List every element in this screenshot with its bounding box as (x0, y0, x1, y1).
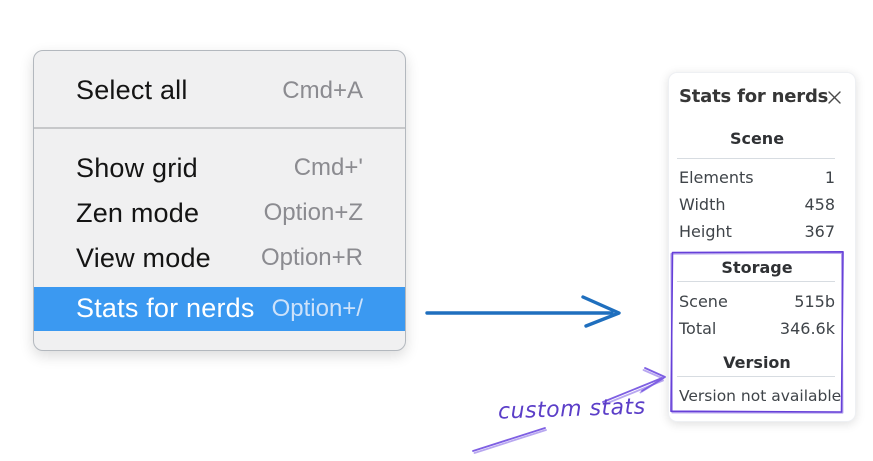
stat-row-total-storage: Total 346.6k (679, 319, 835, 338)
menu-item-label: Stats for nerds (76, 293, 255, 323)
section-heading-scene: Scene (729, 129, 785, 148)
menu-item-label: Show grid (76, 152, 198, 183)
menu-item-shortcut: Option+/ (271, 294, 363, 322)
context-menu: Select all Cmd+A Show grid Cmd+' Zen mod… (33, 50, 406, 351)
stat-label: Total (679, 319, 717, 338)
stat-value: 346.6k (779, 319, 835, 338)
section-divider (677, 281, 835, 282)
version-note: Version not available (679, 387, 842, 405)
menu-item-show-grid[interactable]: Show grid Cmd+' (34, 146, 405, 191)
section-heading-version: Version (723, 353, 791, 372)
close-icon[interactable] (826, 89, 842, 105)
stat-value: 367 (804, 222, 835, 241)
menu-item-zen-mode[interactable]: Zen mode Option+Z (34, 191, 405, 236)
custom-stats-arrow-icon (472, 367, 666, 454)
stat-row-width: Width 458 (679, 195, 835, 214)
menu-item-shortcut: Cmd+' (293, 154, 363, 181)
stat-row-elements: Elements 1 (679, 168, 835, 187)
stat-row-height: Height 367 (679, 222, 835, 241)
menu-divider (34, 127, 405, 129)
storage-highlight-rect-icon (670, 251, 844, 414)
stat-value: 458 (804, 195, 835, 214)
stats-panel: Stats for nerds Scene Elements 1 Width 4… (668, 72, 856, 422)
menu-item-label: Zen mode (76, 197, 200, 228)
menu-item-shortcut: Option+R (260, 244, 363, 271)
stat-value: 515b (794, 292, 835, 311)
section-divider (677, 158, 835, 159)
menu-item-shortcut: Option+Z (263, 199, 363, 226)
menu-item-stats-for-nerds[interactable]: Stats for nerds Option+/ (34, 286, 405, 331)
arrow-menu-to-panel-icon (425, 295, 621, 328)
menu-item-view-mode[interactable]: View mode Option+R (34, 236, 405, 281)
menu-item-label: View mode (76, 242, 211, 273)
section-heading-storage: Storage (721, 258, 793, 277)
stat-label: Elements (679, 168, 754, 187)
custom-stats-annotation: custom stats (497, 394, 647, 425)
stat-value: 1 (824, 168, 835, 187)
menu-item-shortcut: Cmd+A (282, 76, 363, 104)
menu-item-label: Select all (76, 75, 188, 105)
stat-label: Scene (679, 292, 728, 311)
menu-item-select-all[interactable]: Select all Cmd+A (34, 68, 405, 113)
section-divider (677, 376, 835, 377)
stats-panel-title: Stats for nerds (679, 86, 829, 107)
stat-label: Height (679, 222, 732, 241)
stat-label: Width (679, 195, 726, 214)
stat-row-scene-storage: Scene 515b (679, 292, 835, 311)
